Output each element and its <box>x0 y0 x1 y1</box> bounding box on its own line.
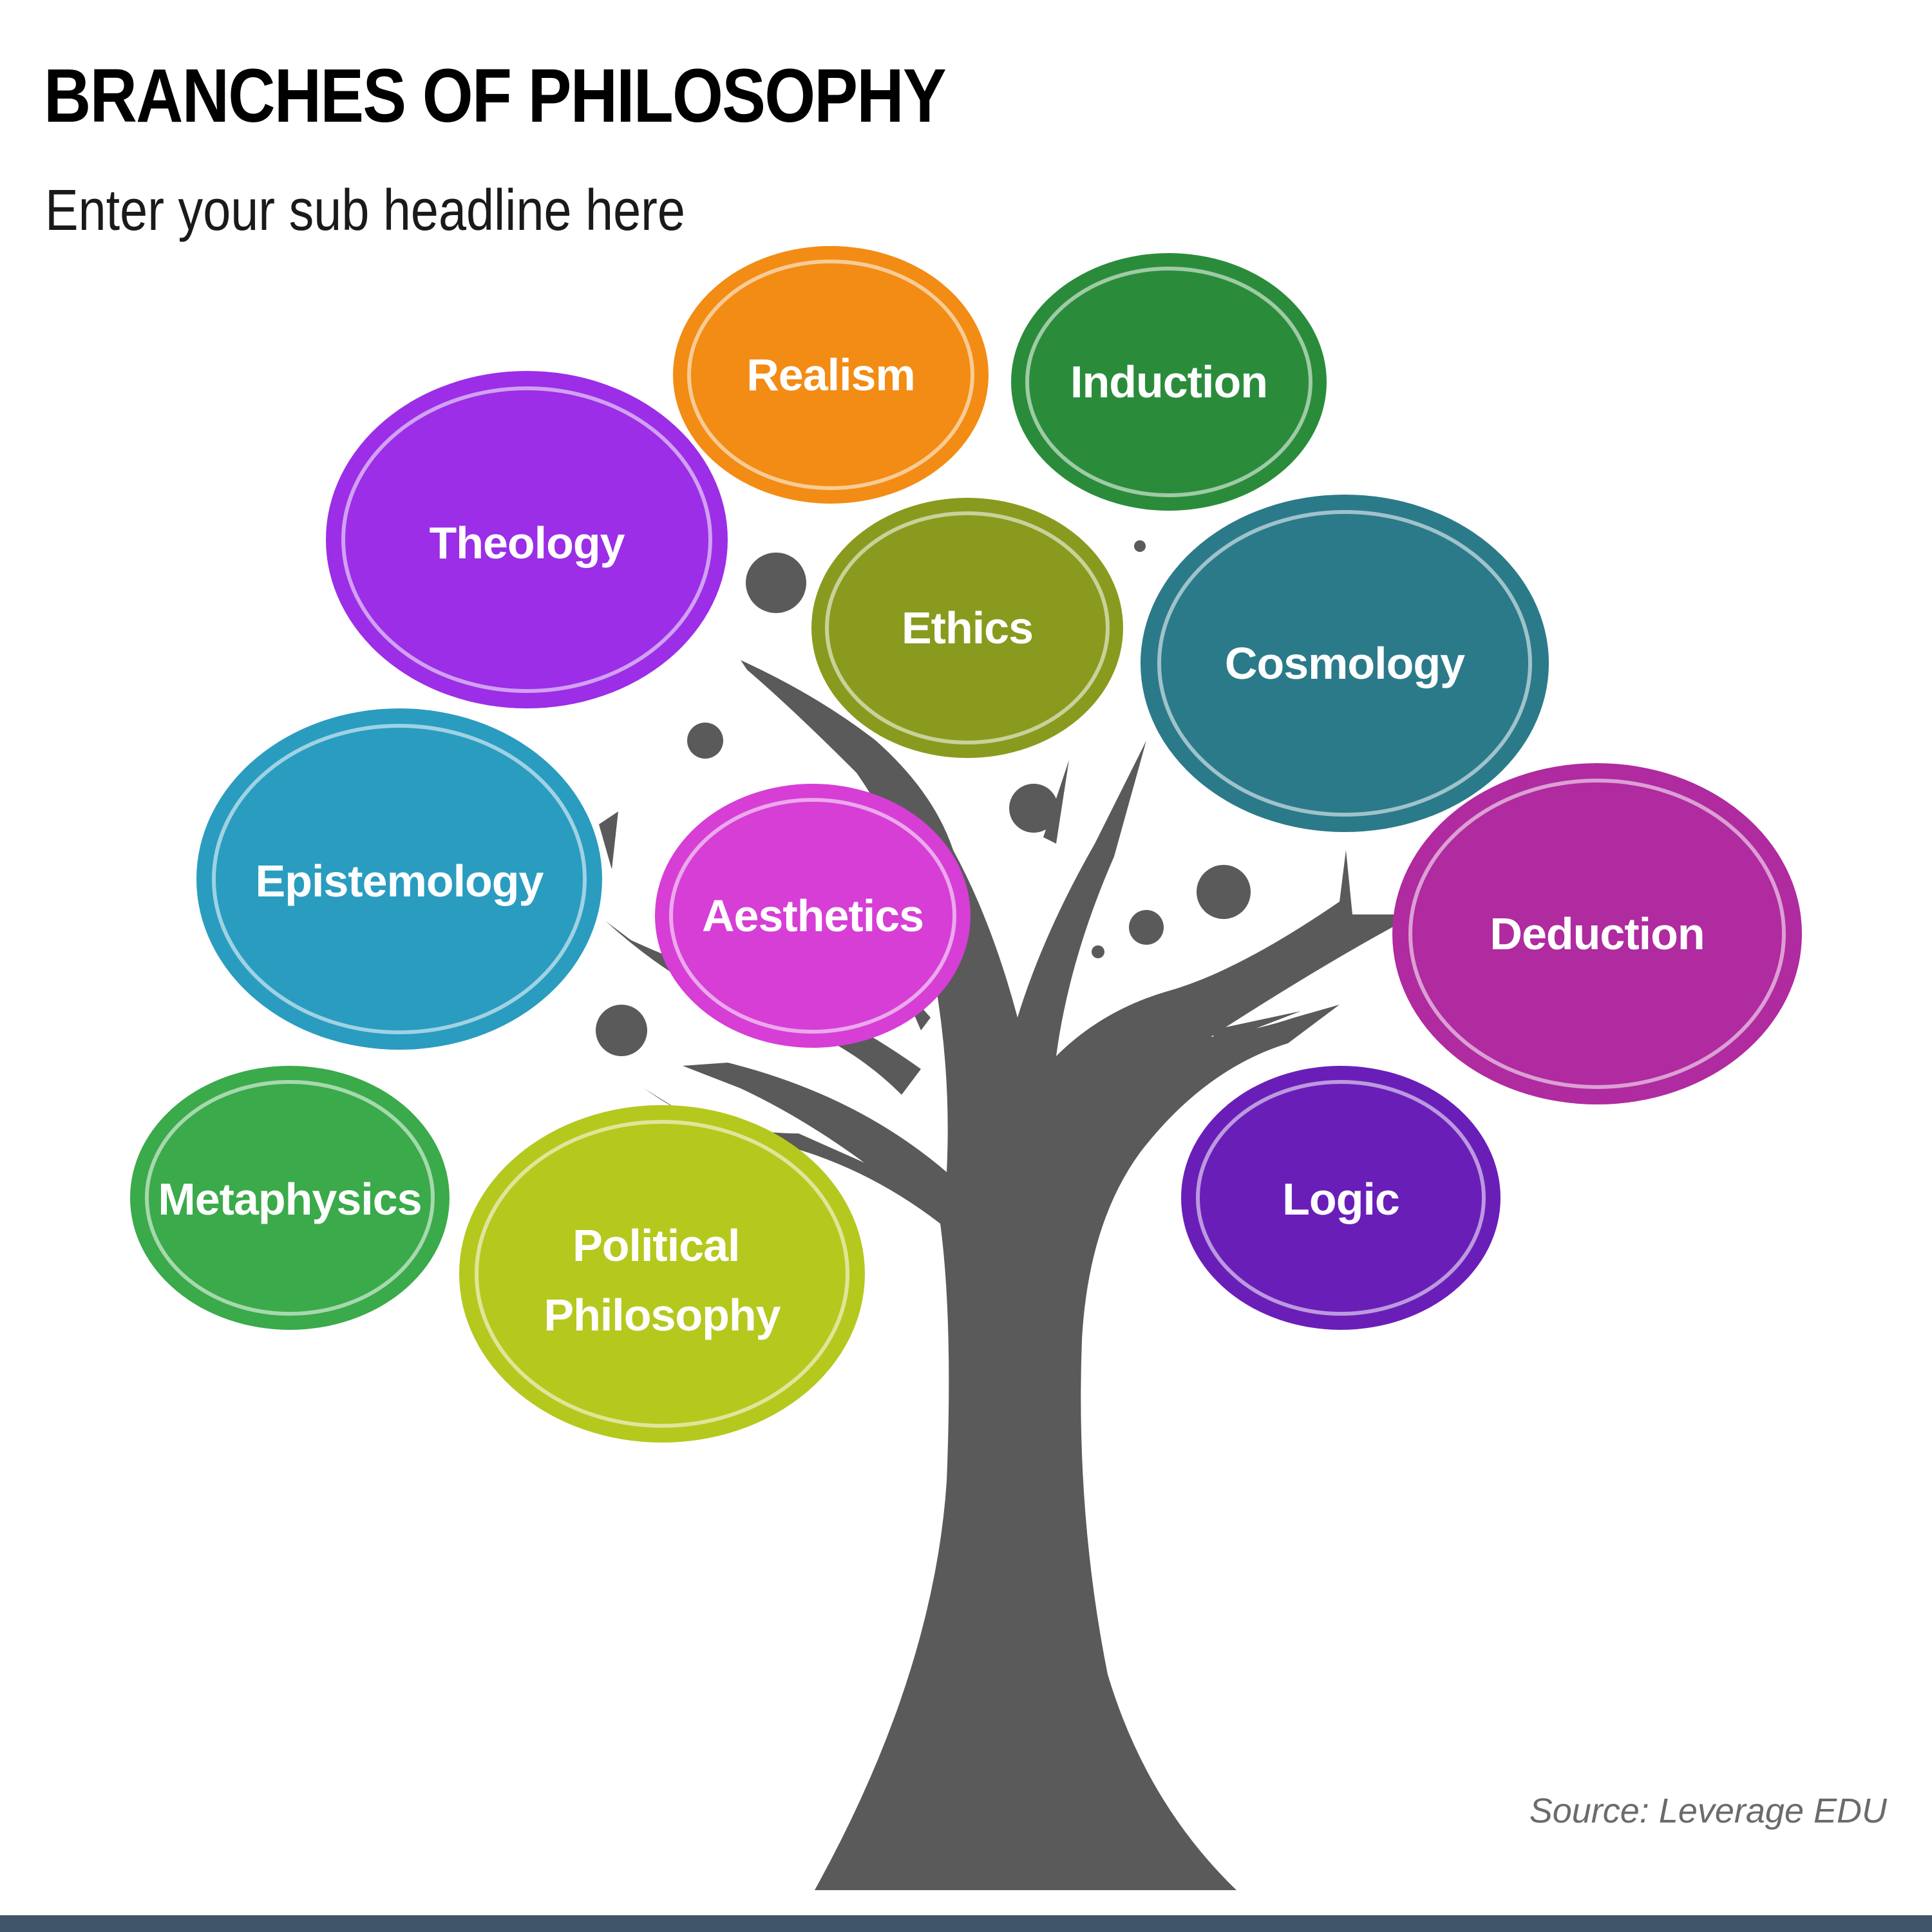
node-induction: Induction <box>1011 253 1327 511</box>
node-epistemology: Epistemology <box>196 708 602 1050</box>
node-label-deduction: Deduction <box>1490 909 1704 959</box>
node-deduction: Deduction <box>1392 763 1802 1104</box>
node-realism: Realism <box>673 246 989 504</box>
tree-leaf-dot <box>1134 540 1146 552</box>
node-label-ethics: Ethics <box>902 603 1033 653</box>
node-logic: Logic <box>1181 1066 1501 1330</box>
branch-nodes: Realism Induction Theology Ethics Cosmol… <box>130 246 1802 1443</box>
node-label-realism: Realism <box>746 350 914 400</box>
node-label-political-philosophy: Political Philosophy <box>544 1220 781 1340</box>
tree-trunk <box>683 660 1404 1890</box>
node-label-metaphysics: Metaphysics <box>158 1174 421 1224</box>
tree-leaf-dot <box>687 723 723 759</box>
tree-leaf-dot <box>1009 784 1058 833</box>
tree-leaf-dot <box>1197 865 1251 919</box>
node-theology: Theology <box>326 371 728 708</box>
tree-leaf-dot <box>596 1005 647 1056</box>
node-metaphysics: Metaphysics <box>130 1066 450 1330</box>
tree-twig <box>1211 1011 1301 1043</box>
node-aesthetics: Aesthetics <box>655 784 971 1048</box>
node-political-philosophy: Political Philosophy <box>459 1105 865 1443</box>
slide-subtitle: Enter your sub headline here <box>45 178 685 243</box>
tree-twig <box>599 811 618 869</box>
node-label-aesthetics: Aesthetics <box>702 891 923 941</box>
source-note: Source: Leverage EDU <box>1529 1792 1887 1830</box>
node-ethics: Ethics <box>811 498 1123 758</box>
tree-leaf-dot <box>1092 945 1104 958</box>
footer-bar <box>0 1915 1932 1932</box>
node-label-induction: Induction <box>1070 357 1267 407</box>
node-label-epistemology: Epistemology <box>256 856 544 906</box>
tree-leaf-dot <box>1129 910 1164 945</box>
node-label-theology: Theology <box>429 518 625 568</box>
node-cosmology: Cosmology <box>1141 495 1549 832</box>
node-label-cosmology: Cosmology <box>1225 638 1465 688</box>
tree-leaf-dot <box>746 553 806 613</box>
node-label-logic: Logic <box>1282 1174 1399 1224</box>
slide-title: BRANCHES OF PHILOSOPHY <box>44 53 947 138</box>
